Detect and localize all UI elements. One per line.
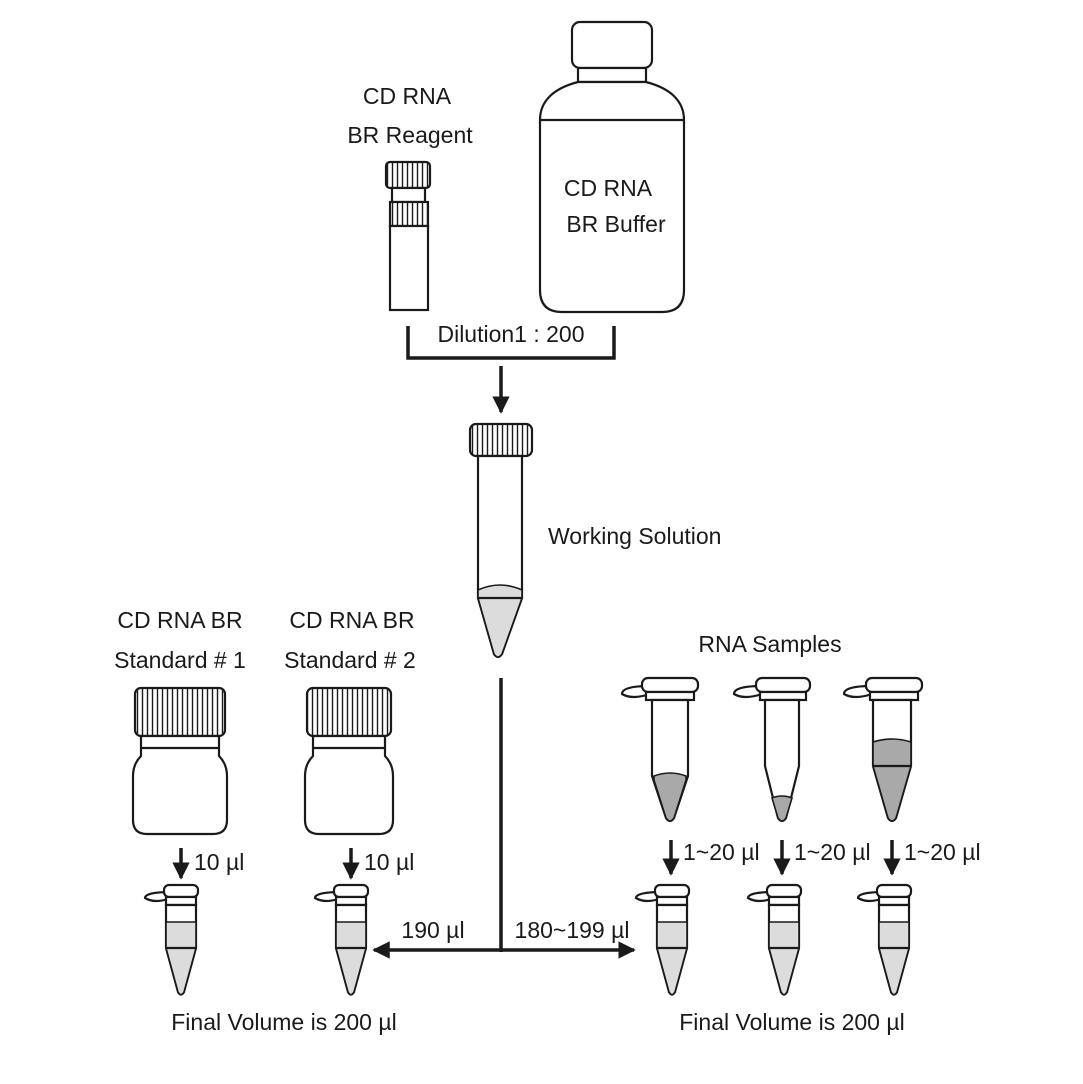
reagent-tube [384,160,432,312]
assay-tube-part [332,883,370,899]
assay-tube-part [653,883,691,899]
assay-tube-part [877,895,911,907]
rna-samples-title: RNA Samples [698,631,841,657]
assay-tube-part [335,921,367,996]
standard1-bottle [131,686,229,836]
sample1-volume: 1~20 µl [683,839,760,865]
sample3-volume: 1~20 µl [904,839,981,865]
assay-tube [143,883,200,996]
assay-tube-part [656,921,688,996]
assay-tubes [143,883,913,996]
right-volume-label: 180~199 µl [515,917,630,943]
standard2-label-line2: Standard # 2 [284,647,416,673]
dilution-bracket [406,326,616,360]
assay-tube-part [334,895,368,907]
reagent-label-line2: BR Reagent [347,122,473,148]
assay-tube [856,883,913,996]
assay-tube-part [878,921,910,996]
assay-tube-part [634,890,663,903]
final-volume-left: Final Volume is 200 µl [171,1009,396,1035]
working-solution-label: Working Solution [548,523,721,549]
standard1-volume: 10 µl [194,849,244,875]
assay-tube-part [162,883,200,899]
buffer-label-line2: BR Buffer [566,211,666,237]
assay-tube [634,883,691,996]
assay-tube-part [746,890,775,903]
assay-tube-part [313,890,342,903]
standard1-label-line1: CD RNA BR [117,607,242,633]
assay-tube [746,883,803,996]
standard1-label-line2: Standard # 1 [114,647,246,673]
distribution-lines [372,678,636,959]
standard2-volume: 10 µl [364,849,414,875]
assay-tube-part [875,883,913,899]
reagent-label-line1: CD RNA [363,83,452,109]
buffer-bottle [538,20,686,314]
assay-tube-part [143,890,172,903]
buffer-label-line1: CD RNA [564,175,653,201]
assay-tube-part [768,921,800,996]
dilution-label: Dilution1 : 200 [437,321,584,347]
working-solution-tube [468,422,534,659]
sample2-volume: 1~20 µl [794,839,871,865]
final-volume-right: Final Volume is 200 µl [679,1009,904,1035]
sample-tube-2 [732,676,812,823]
assay-tube-part [767,895,801,907]
assay-tube-part [165,921,197,996]
standard2-label-line1: CD RNA BR [289,607,414,633]
sample-tube-3 [842,676,924,823]
standard2-bottle [303,686,395,836]
assay-tube-part [856,890,885,903]
sample-tube-1 [620,676,700,823]
assay-tube-part [164,895,198,907]
assay-tube-part [765,883,803,899]
assay-tube-part [655,895,689,907]
assay-tube [313,883,370,996]
left-volume-label: 190 µl [401,917,464,943]
